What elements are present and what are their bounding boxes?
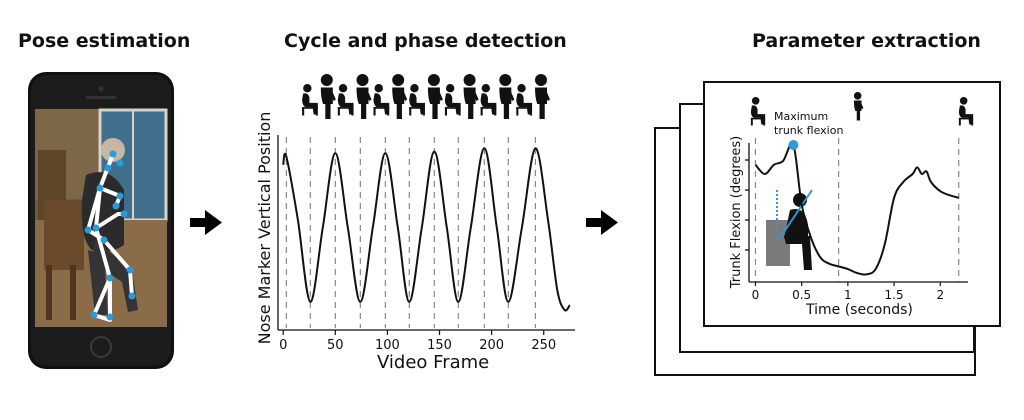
param-y-axis-label: Trunk Flexion (degrees) — [729, 136, 744, 289]
x-tick-label: 1 — [844, 288, 852, 302]
arrow-right-icon — [586, 210, 618, 235]
stacked-cards — [654, 81, 1001, 376]
panel-title-cycle: Cycle and phase detection — [284, 30, 567, 52]
param-x-axis-label: Time (seconds) — [805, 302, 913, 318]
standing-person-icon — [320, 74, 336, 119]
arrow-right-icon — [190, 210, 222, 235]
panel-title-parameter: Parameter extraction — [752, 30, 981, 52]
sitting-person-icon — [444, 84, 461, 116]
max-flexion-annotation: Maximum trunk flexion — [774, 110, 843, 137]
x-tick-label: 100 — [375, 338, 400, 353]
cycle-x-ticks: 0 50 100 150 200 250 — [279, 330, 556, 353]
sitting-person-icon — [480, 84, 497, 116]
cycle-axes — [277, 135, 575, 331]
standing-person-icon — [427, 74, 443, 119]
x-tick-label: 50 — [327, 338, 344, 353]
standing-person-icon — [392, 74, 408, 119]
max-flexion-marker — [788, 140, 799, 150]
x-tick-label: 2 — [936, 288, 944, 302]
panel-title-pose: Pose estimation — [18, 30, 191, 52]
param-x-ticks: 0 0.5 1 1.5 2 — [752, 282, 944, 302]
x-tick-label: 250 — [531, 338, 556, 353]
param-axes — [745, 143, 968, 283]
x-tick-label: 0.5 — [792, 288, 811, 302]
x-tick-label: 0 — [752, 288, 760, 302]
x-tick-label: 200 — [479, 338, 504, 353]
cycle-x-axis-label: Video Frame — [377, 352, 489, 373]
pose-keypoints — [84, 150, 136, 321]
x-tick-label: 1.5 — [885, 288, 904, 302]
x-tick-label: 150 — [427, 338, 452, 353]
sitting-person-icon — [302, 84, 318, 116]
sitting-person-icon — [516, 84, 533, 116]
standing-person-icon — [535, 74, 550, 119]
sitting-person-icon — [373, 84, 390, 116]
sitting-person-icon — [409, 84, 425, 116]
cycle-y-axis-label: Nose Marker Vertical Position — [255, 112, 274, 345]
standing-person-icon — [499, 74, 515, 119]
nose-position-curve — [282, 147, 571, 312]
sitting-person-icon — [337, 84, 354, 116]
standing-person-icon — [463, 74, 479, 119]
x-tick-label: 0 — [279, 338, 287, 353]
phase-boundaries — [285, 137, 537, 328]
param-phase-boundaries — [754, 138, 960, 282]
standing-person-icon — [356, 74, 372, 119]
phase-icons — [302, 74, 550, 119]
